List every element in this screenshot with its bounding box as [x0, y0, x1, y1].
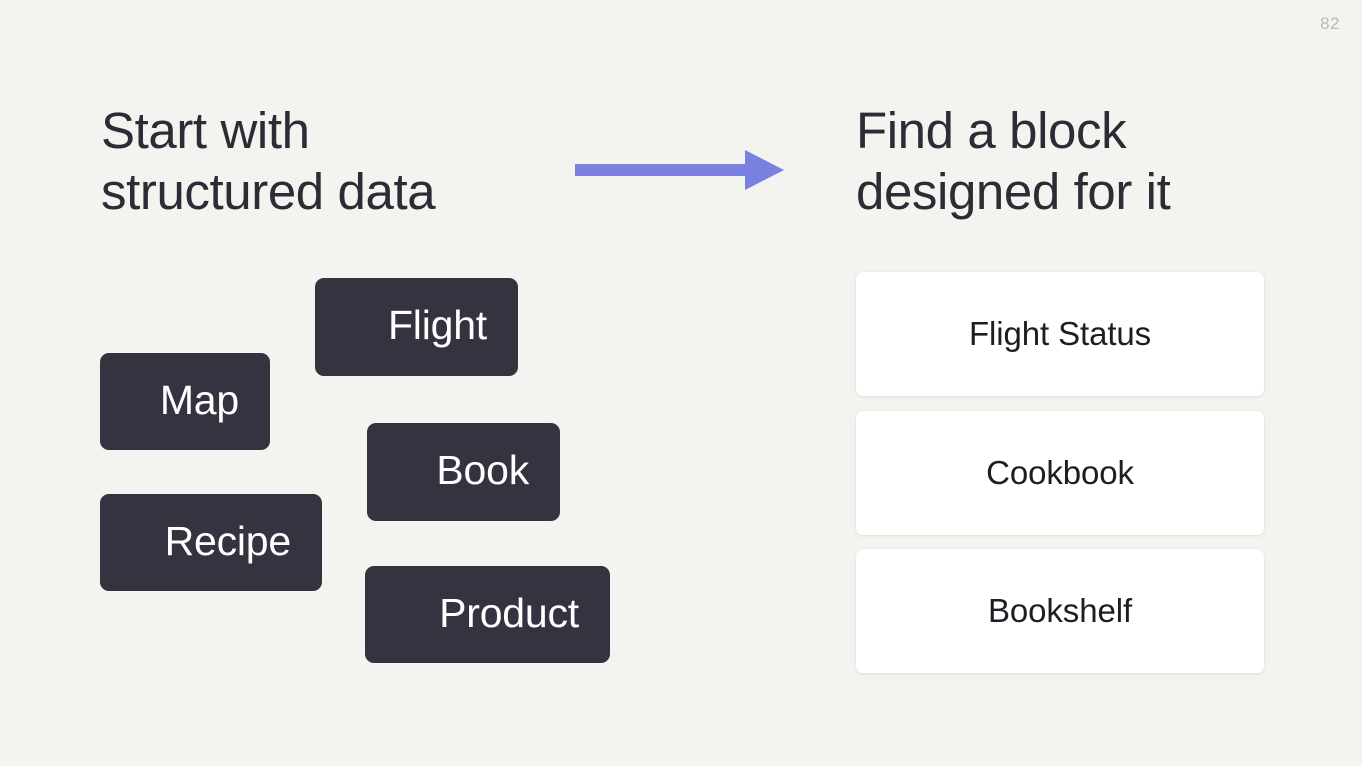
card-label: Cookbook — [986, 454, 1134, 491]
card-label: Bookshelf — [987, 592, 1133, 629]
page-number: 82 — [1320, 14, 1340, 33]
chip-label: Product — [439, 589, 579, 636]
chip-label: Map — [159, 376, 239, 423]
chip-label: Book — [436, 447, 529, 493]
right-arrow-icon — [575, 150, 784, 190]
data-chip-book: Book — [367, 423, 560, 521]
block-card-bookshelf[interactable]: Bookshelf — [856, 549, 1264, 673]
block-card-flight-status[interactable]: Flight Status — [856, 272, 1264, 396]
data-chip-recipe: Recipe — [100, 494, 322, 591]
left-heading: Start with structured data — [101, 102, 436, 220]
data-chip-map: Map — [100, 353, 270, 450]
data-chip-product: Product — [365, 566, 610, 663]
chip-label: Recipe — [164, 517, 292, 564]
data-chip-flight: Flight — [315, 278, 518, 376]
block-card-cookbook[interactable]: Cookbook — [856, 411, 1264, 535]
card-label: Flight Status — [968, 315, 1152, 352]
chip-label: Flight — [387, 302, 487, 348]
right-heading: Find a block designed for it — [856, 102, 1171, 220]
